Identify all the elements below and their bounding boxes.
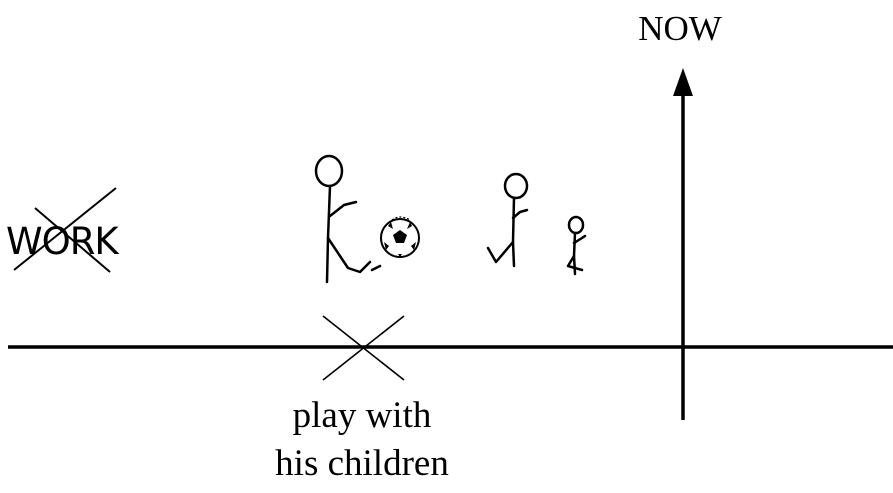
now-arrow: [673, 68, 693, 420]
event-label-line1: play with: [293, 395, 432, 436]
event-x-marker: [322, 315, 405, 381]
child-stick-figure-1: [486, 172, 529, 268]
child-stick-figure-2: [566, 215, 587, 276]
crossed-out-work: WORK: [6, 187, 121, 273]
adult-stick-figure: [314, 154, 382, 284]
work-strike-1: [13, 187, 117, 271]
work-strike-2: [34, 207, 111, 273]
work-label: WORK: [6, 220, 120, 263]
event-label-line2: his children: [275, 443, 449, 484]
soccer-ball-icon: [380, 216, 420, 258]
now-label: NOW: [638, 9, 722, 48]
